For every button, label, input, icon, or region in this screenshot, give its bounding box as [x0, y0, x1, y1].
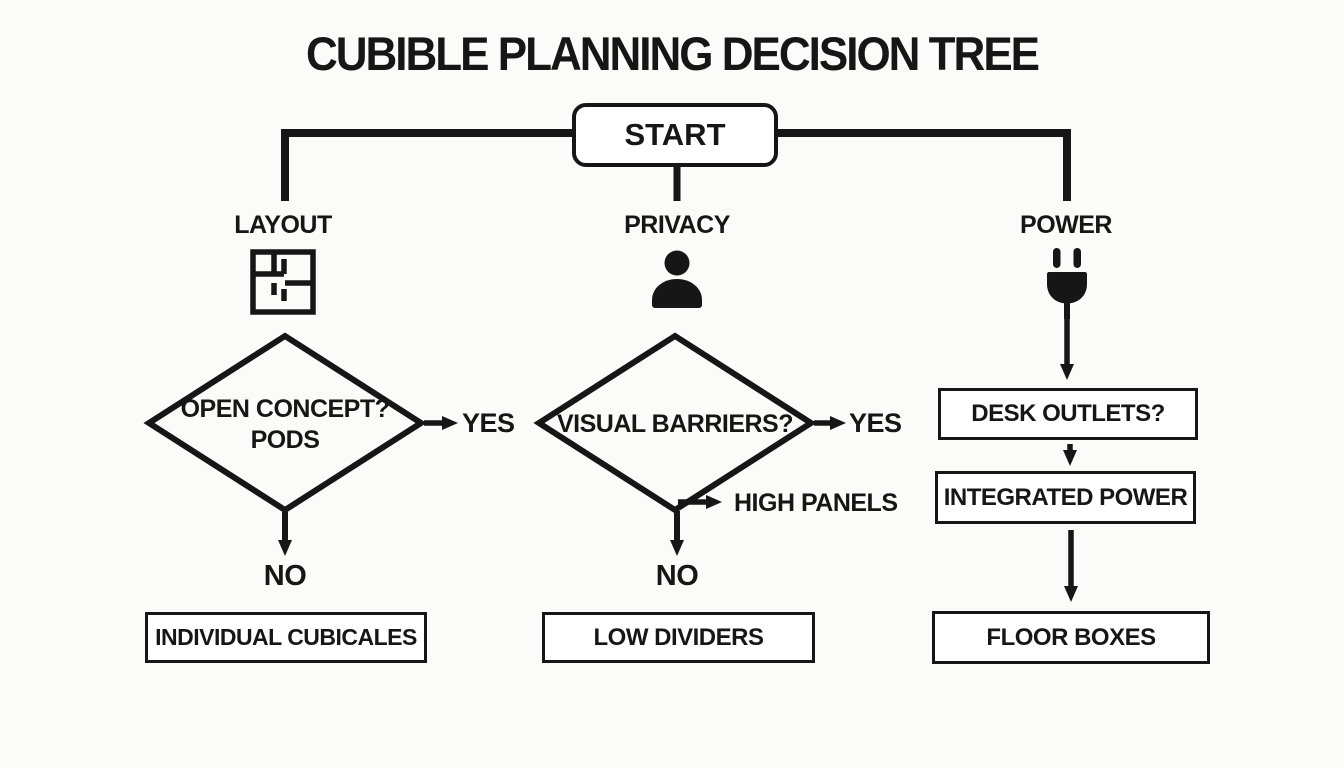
floor-plan-icon	[250, 249, 316, 315]
connector-start-to-power	[778, 129, 1071, 201]
layout-question: OPEN CONCEPT? PODS	[165, 394, 405, 455]
power-branch-label: POWER	[1020, 211, 1112, 239]
layout-question-line2: PODS	[250, 425, 320, 454]
high-panels-label: HIGH PANELS	[734, 489, 898, 517]
integrated-power-node: INTEGRATED POWER	[935, 471, 1196, 524]
page-title: CUBIBLE PLANNING DECISION TREE	[305, 28, 1040, 81]
low-dividers-node: LOW DIVIDERS	[542, 612, 815, 663]
individual-cubicales-label: INDIVIDUAL CUBICALES	[155, 624, 417, 650]
privacy-branch-label: PRIVACY	[624, 211, 730, 239]
start-label: START	[624, 117, 726, 152]
floor-boxes-label: FLOOR BOXES	[986, 623, 1156, 651]
layout-branch-label: LAYOUT	[234, 211, 332, 239]
privacy-yes-label: YES	[849, 408, 902, 438]
start-node: START	[572, 103, 778, 167]
privacy-no-label: NO	[655, 560, 699, 592]
floor-boxes-node: FLOOR BOXES	[932, 611, 1210, 664]
low-dividers-label: LOW DIVIDERS	[593, 623, 764, 651]
person-icon	[644, 248, 710, 314]
layout-no-label: NO	[263, 560, 307, 592]
layout-yes-label: YES	[462, 408, 515, 438]
layout-question-line1: OPEN CONCEPT?	[180, 395, 390, 423]
integrated-power-label: INTEGRATED POWER	[943, 483, 1188, 511]
desk-outlets-label: DESK OUTLETS?	[971, 400, 1165, 427]
desk-outlets-node: DESK OUTLETS?	[938, 388, 1198, 440]
privacy-question: VISUAL BARRIERS?	[556, 410, 794, 438]
connector-start-to-layout	[281, 129, 572, 201]
power-plug-icon	[1036, 246, 1098, 320]
individual-cubicales-node: INDIVIDUAL CUBICALES	[145, 612, 427, 663]
